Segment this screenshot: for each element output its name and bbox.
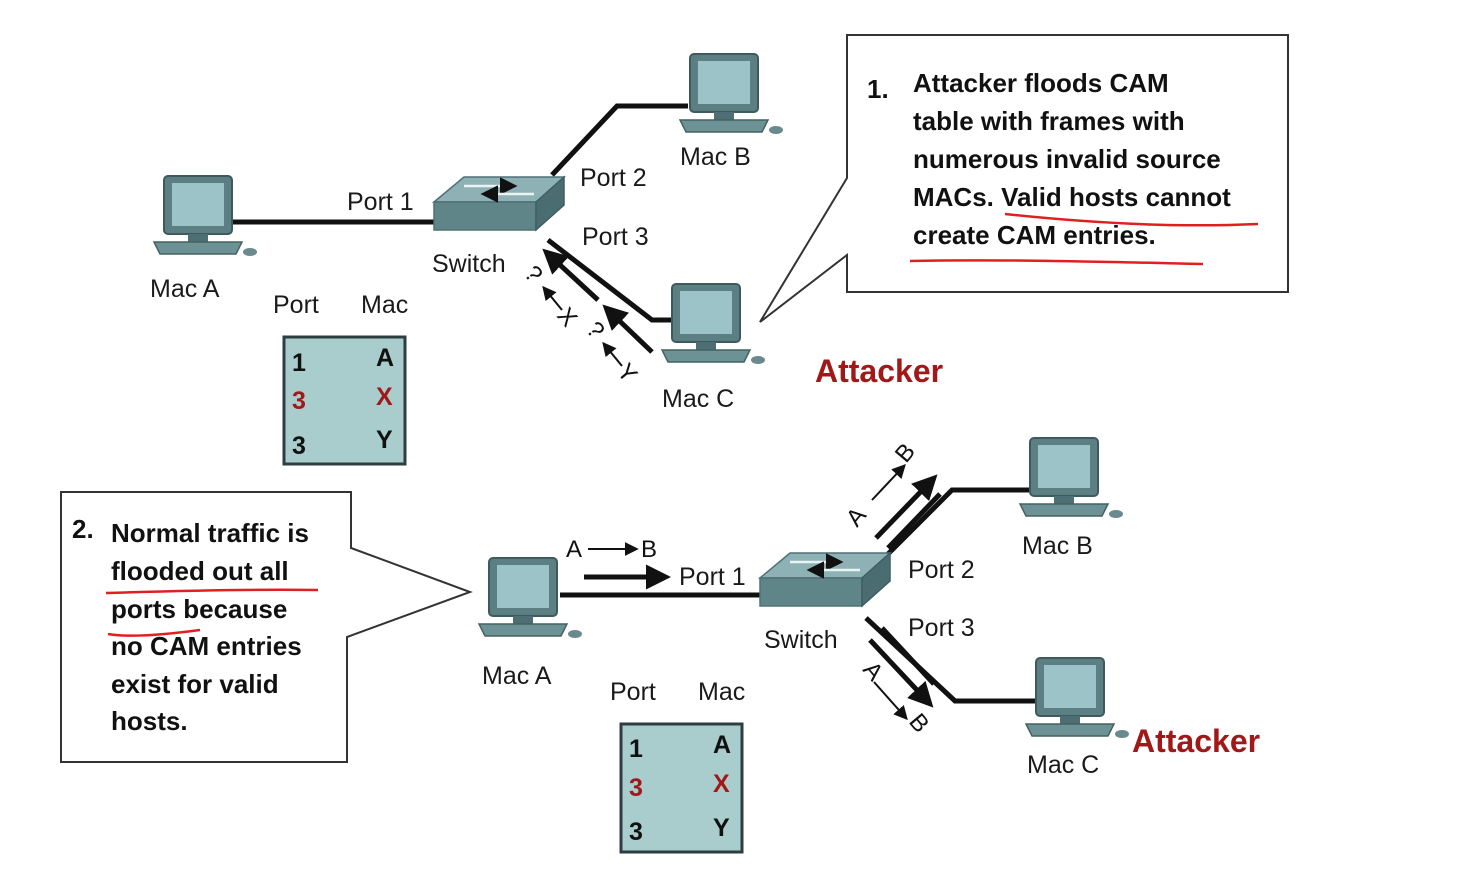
bottom-callout-line-5: exist for valid [111,669,279,699]
bottom-cam-header-mac: Mac [698,678,745,706]
top-callout-bubble [759,34,1289,323]
top-callout-line-3: numerous invalid source [913,144,1221,174]
bottom-port1-label: Port 1 [679,563,746,591]
bottom-flood-arrow-down-2 [880,626,936,686]
bottom-callout-line-2: flooded out all [111,556,289,586]
top-cam-row1-mac: A [376,344,394,372]
bottom-switch-label: Switch [764,626,838,654]
bottom-flow-in-a: A [566,536,582,563]
bottom-flow-down-small-arrow [873,681,908,721]
bottom-callout-line-6: hosts. [111,706,188,736]
top-cam-table: Port Mac 1 A 3 X 3 Y [273,291,408,466]
bottom-flow-down-a: A [857,657,888,687]
top-link-port2 [550,103,688,177]
top-attack-arrow-2 [602,304,654,354]
top-callout-line-2: table with frames with [913,106,1185,136]
top-cam-row3-mac: Y [376,426,393,454]
bottom-mac-c-computer-icon [1025,657,1130,739]
bottom-attacker-label: Attacker [1132,723,1260,759]
bottom-mac-a-computer-icon [478,557,583,639]
top-mac-b-label: Mac B [680,143,751,171]
top-port3-label: Port 3 [582,223,649,251]
top-cam-row3-port: 3 [292,432,306,460]
bottom-callout-line-1: Normal traffic is [111,518,309,548]
bottom-network: A B A B A B Mac A Mac B Mac C Switch Por… [60,437,1260,854]
bottom-flood-arrow-down-1 [868,638,934,708]
bottom-cam-row1-port: 1 [629,735,643,763]
top-callout-underline-1 [1004,212,1259,227]
bottom-flood-arrow-up-1 [874,474,938,540]
top-callout-underline-2 [909,259,1204,266]
top-mac-a-label: Mac A [150,275,220,303]
bottom-cam-row3-mac: Y [713,814,730,842]
bottom-callout-underline-1 [105,588,319,595]
top-mac-c-computer-icon [661,283,766,365]
top-mac-a-computer-icon [153,175,258,257]
top-flow-y: Y [611,359,642,389]
bottom-flow-down-b: B [903,709,934,739]
bottom-mac-b-computer-icon [1019,437,1124,519]
bottom-cam-row1-mac: A [713,731,731,759]
top-attack-arrow-1 [542,248,600,302]
top-switch-label: Switch [432,250,506,278]
top-port1-label: Port 1 [347,188,414,216]
top-cam-table-box [282,335,407,466]
bottom-callout: 2. Normal traffic is flooded out all por… [60,491,473,763]
top-callout-line-4: MACs. Valid hosts cannot [913,182,1231,212]
top-callout-line-1: Attacker floods CAM [913,68,1169,98]
bottom-cam-header-port: Port [610,678,656,706]
bottom-flow-up-b: B [890,438,921,468]
top-flow-arrow-y [602,341,623,367]
bottom-callout-underline-2 [107,628,201,637]
bottom-flow-up-small-arrow [871,463,906,501]
top-callout-line-5: create CAM entries. [913,220,1156,250]
top-flow-q2: ? [580,317,609,345]
bottom-port3-label: Port 3 [908,614,975,642]
bottom-flow-up-a: A [841,502,872,532]
bottom-link-port2 [880,487,1034,562]
top-network: ? X ? Y Mac A Mac B Mac C Switch Port 1 … [150,34,1289,466]
bottom-cam-table: Port Mac 1 A 3 X 3 Y [610,678,745,854]
top-callout: 1. Attacker floods CAM table with frames… [759,34,1289,323]
bottom-cam-table-box [619,722,744,854]
top-port2-label: Port 2 [580,164,647,192]
top-cam-row1-port: 1 [292,349,306,377]
bottom-callout-number: 2. [72,514,94,544]
bottom-switch-icon [760,553,890,606]
top-flow-x: X [551,303,582,333]
top-flow-arrow-x [542,285,563,311]
bottom-mac-a-label: Mac A [482,662,552,690]
bottom-cam-row3-port: 3 [629,818,643,846]
top-link-port3 [546,238,676,323]
top-cam-header-mac: Mac [361,291,408,319]
top-cam-row2-mac: X [376,383,393,411]
top-callout-number: 1. [867,74,889,104]
bottom-mac-c-label: Mac C [1027,751,1099,779]
bottom-callout-bubble [60,491,473,763]
top-attacker-label: Attacker [815,353,943,389]
top-mac-c-label: Mac C [662,385,734,413]
top-cam-row2-port: 3 [292,387,306,415]
bottom-port2-label: Port 2 [908,556,975,584]
bottom-callout-line-3: ports because [111,594,287,624]
top-cam-header-port: Port [273,291,319,319]
bottom-cam-row2-mac: X [713,770,730,798]
top-flow-q1: ? [518,261,547,289]
top-mac-b-computer-icon [679,53,784,135]
bottom-cam-row2-port: 3 [629,774,643,802]
bottom-flood-arrow-up-2 [886,492,942,550]
bottom-flow-in-b: B [641,536,657,563]
bottom-mac-b-label: Mac B [1022,532,1093,560]
top-switch-icon [434,177,564,230]
